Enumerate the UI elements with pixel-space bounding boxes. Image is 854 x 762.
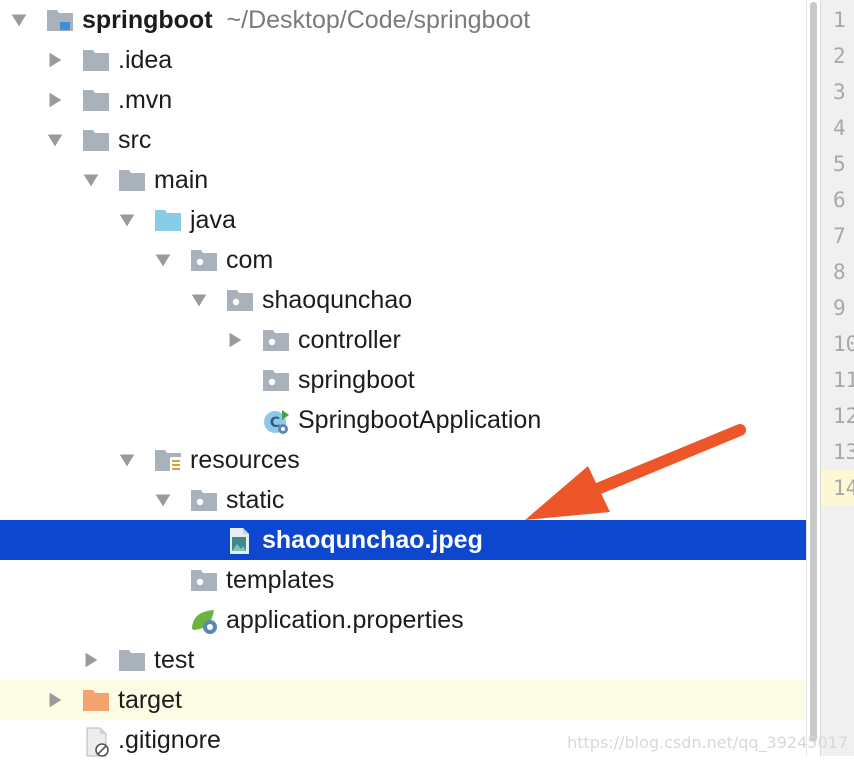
- collapse-arrow-icon[interactable]: [44, 89, 66, 111]
- expand-arrow-icon[interactable]: [188, 289, 210, 311]
- tree-row-java[interactable]: java: [0, 200, 820, 240]
- tree-label: application.properties: [226, 606, 464, 634]
- spring-boot-class-icon: C: [262, 407, 290, 434]
- folder-icon: [118, 167, 146, 193]
- tree-row-test[interactable]: test: [0, 640, 820, 680]
- tree-label: .idea: [118, 46, 173, 74]
- tree-label: java: [190, 206, 236, 234]
- tree-row-resources[interactable]: resources: [0, 440, 820, 480]
- expand-arrow-icon[interactable]: [116, 209, 138, 231]
- line-number: 7: [833, 224, 846, 248]
- tree-row-springboot-application[interactable]: C SpringbootApplication: [0, 400, 820, 440]
- excluded-folder-icon: [82, 687, 110, 713]
- line-number: 2: [833, 44, 846, 68]
- tree-row-main[interactable]: main: [0, 160, 820, 200]
- collapse-arrow-icon[interactable]: [44, 49, 66, 71]
- tree-label: springboot: [298, 366, 415, 394]
- tree-row-idea[interactable]: .idea: [0, 40, 820, 80]
- package-icon: [262, 327, 290, 353]
- tree-label: .mvn: [118, 86, 173, 114]
- line-number: 12: [833, 404, 854, 428]
- tree-row-application-properties[interactable]: application.properties: [0, 600, 820, 640]
- package-icon: [190, 487, 218, 513]
- line-number: 3: [833, 80, 846, 104]
- line-number: 1: [833, 8, 846, 32]
- project-name: springboot: [82, 6, 213, 34]
- tree-label: controller: [298, 326, 401, 354]
- tree-label: com: [226, 246, 274, 274]
- collapse-arrow-icon[interactable]: [224, 329, 246, 351]
- tree-row-target[interactable]: target: [0, 680, 820, 720]
- tree-label: src: [118, 126, 152, 154]
- image-file-icon: [226, 527, 254, 554]
- folder-icon: [118, 647, 146, 673]
- expand-arrow-icon[interactable]: [116, 449, 138, 471]
- line-number: 8: [833, 260, 846, 284]
- tree-label: main: [154, 166, 209, 194]
- tree-label: shaoqunchao.jpeg: [262, 526, 483, 554]
- line-number: 5: [833, 152, 846, 176]
- tree-label: templates: [226, 566, 335, 594]
- tree-row-com[interactable]: com: [0, 240, 820, 280]
- package-icon: [190, 247, 218, 273]
- vertical-scrollbar[interactable]: [806, 0, 821, 756]
- tree-label: SpringbootApplication: [298, 406, 542, 434]
- line-number: 11: [833, 368, 854, 392]
- editor-line-number-gutter: 1 2 3 4 5 6 7 8 9 10 11 12 13 14: [820, 0, 854, 756]
- tree-row-controller[interactable]: controller: [0, 320, 820, 360]
- package-icon: [226, 287, 254, 313]
- tree-label: resources: [190, 446, 300, 474]
- collapse-arrow-icon[interactable]: [44, 689, 66, 711]
- folder-icon: [82, 87, 110, 113]
- svg-text:C: C: [270, 415, 280, 431]
- resources-folder-icon: [154, 447, 182, 473]
- expand-arrow-icon[interactable]: [80, 169, 102, 191]
- tree-label: target: [118, 686, 182, 714]
- ignored-file-icon: [84, 727, 112, 757]
- tree-row-springboot[interactable]: springboot ~/Desktop/Code/springboot: [0, 0, 820, 40]
- annotation-arrow-icon: [525, 424, 746, 520]
- watermark-text: https://blog.csdn.net/qq_39245017: [567, 733, 848, 752]
- source-folder-icon: [154, 207, 182, 233]
- folder-icon: [82, 47, 110, 73]
- project-path: ~/Desktop/Code/springboot: [226, 6, 531, 34]
- scrollbar-thumb[interactable]: [810, 2, 817, 742]
- tree-row-jpeg-selected[interactable]: shaoqunchao.jpeg: [0, 520, 820, 560]
- tree-label-project: springboot ~/Desktop/Code/springboot: [82, 0, 530, 40]
- tree-label: .gitignore: [118, 726, 221, 754]
- spring-properties-icon: [190, 607, 218, 634]
- collapse-arrow-icon[interactable]: [80, 649, 102, 671]
- expand-arrow-icon[interactable]: [44, 129, 66, 151]
- tree-label: shaoqunchao: [262, 286, 413, 314]
- line-number: 10: [833, 332, 854, 356]
- tree-row-springboot-package[interactable]: springboot: [0, 360, 820, 400]
- tree-row-static[interactable]: static: [0, 480, 820, 520]
- tree-row-mvn[interactable]: .mvn: [0, 80, 820, 120]
- line-number: 6: [833, 188, 846, 212]
- tree-row-templates[interactable]: templates: [0, 560, 820, 600]
- project-tree: springboot ~/Desktop/Code/springboot .ide…: [0, 0, 820, 757]
- tree-row-src[interactable]: src: [0, 120, 820, 160]
- folder-icon: [82, 127, 110, 153]
- line-number: 13: [833, 440, 854, 464]
- expand-arrow-icon[interactable]: [152, 489, 174, 511]
- line-number: 9: [833, 296, 846, 320]
- line-number-current: 14: [821, 470, 854, 506]
- package-icon: [190, 567, 218, 593]
- module-folder-icon: [46, 7, 74, 33]
- tree-row-shaoqunchao[interactable]: shaoqunchao: [0, 280, 820, 320]
- tree-label: test: [154, 646, 195, 674]
- tree-label: static: [226, 486, 285, 514]
- tree-row-gitignore[interactable]: .gitignore: [0, 720, 820, 760]
- package-icon: [262, 367, 290, 393]
- line-number: 4: [833, 116, 846, 140]
- expand-arrow-icon[interactable]: [8, 9, 30, 31]
- expand-arrow-icon[interactable]: [152, 249, 174, 271]
